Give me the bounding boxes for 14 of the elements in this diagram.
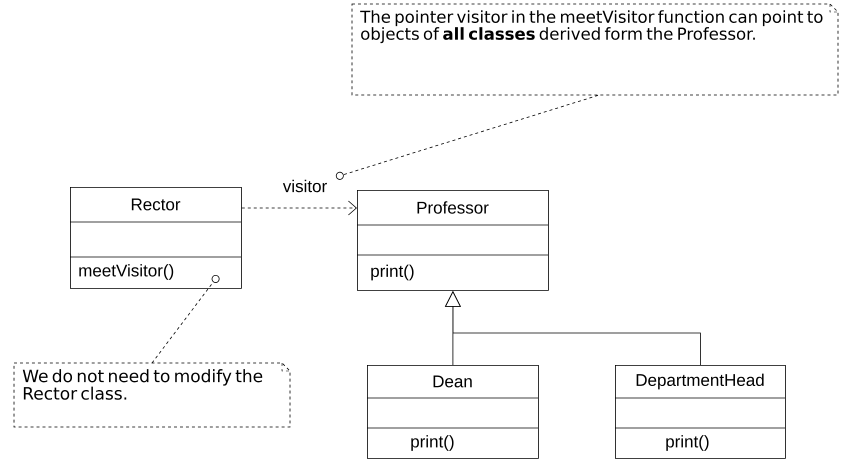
method-name: meetVisitor() — [79, 264, 174, 280]
class-name: Dean — [434, 376, 472, 388]
method-name: print() — [411, 435, 454, 451]
method-name: print() — [666, 435, 709, 451]
leader-line — [336, 95, 598, 180]
note-box: The pointer visitor in the meetVisitor function can point to objects of all classes derived form the Professor. — [352, 4, 838, 96]
class-name: DepartmentHead — [636, 374, 764, 390]
leader-line — [152, 274, 220, 364]
class-name: Rector — [132, 198, 180, 210]
method-name: print() — [371, 264, 414, 280]
association-arrow — [241, 200, 357, 216]
note-box: We do not need to modify the Rector class. — [14, 362, 290, 428]
edge-label: visitor — [282, 178, 328, 194]
class-name: Professor — [418, 201, 489, 214]
